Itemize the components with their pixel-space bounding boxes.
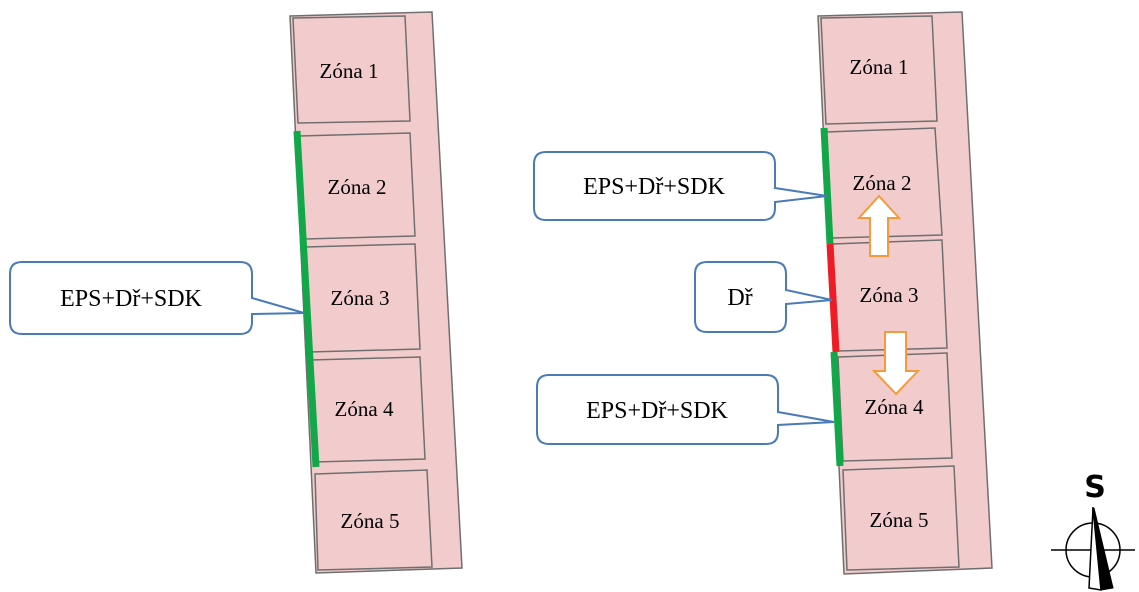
right-callout-top-text: EPS+Dř+SDK: [583, 174, 725, 200]
compass-needle-black-icon: [1093, 507, 1114, 591]
right-zone-5-label: Zóna 5: [870, 508, 929, 532]
right-zone-3-label: Zóna 3: [860, 283, 919, 307]
left-zone-1-label: Zóna 1: [320, 59, 379, 83]
right-insulation-line-top: [820, 127, 834, 245]
arrow-down-icon: [871, 331, 921, 396]
left-zone-5-label: Zóna 5: [341, 509, 400, 533]
right-callout-top-bubble: [533, 151, 828, 221]
right-callout-middle-bubble: [694, 261, 833, 333]
right-zone-1-room: [820, 15, 938, 125]
right-callout-bottom-bubble: [536, 374, 835, 445]
right-callout-bottom: EPS+Dř+SDK: [536, 374, 835, 445]
left-zone-1-room: [292, 15, 411, 124]
right-callout-middle: Dř: [694, 261, 833, 333]
arrow-up-icon: [856, 194, 902, 257]
right-timber-line: [826, 243, 840, 353]
left-zone-2-label: Zóna 2: [328, 175, 387, 199]
left-callout-text: EPS+Dř+SDK: [60, 286, 202, 312]
left-zone-4-label: Zóna 4: [335, 397, 394, 421]
right-zone-4-label: Zóna 4: [865, 395, 924, 419]
left-zone-5-room: [314, 469, 433, 571]
right-zone-1-label: Zóna 1: [850, 55, 909, 79]
left-zone-3-label: Zóna 3: [331, 286, 390, 310]
left-callout: EPS+Dř+SDK: [9, 261, 305, 335]
right-insulation-line-bottom: [830, 351, 844, 467]
compass-label: S: [1084, 470, 1106, 505]
right-callout-middle-text: Dř: [727, 285, 752, 311]
right-zone-5-room: [842, 465, 960, 571]
compass: S: [1051, 470, 1135, 591]
right-zone-2-label: Zóna 2: [853, 171, 912, 195]
right-callout-bottom-text: EPS+Dř+SDK: [586, 398, 728, 424]
left-callout-bubble: [9, 261, 305, 335]
left-insulation-line: [293, 130, 320, 468]
right-building: Zóna 1 Zóna 2 Zóna 3 Zóna 4 Zóna 5: [817, 11, 993, 575]
left-building: Zóna 1 Zóna 2 Zóna 3 Zóna 4 Zóna 5: [289, 11, 463, 574]
right-callout-top: EPS+Dř+SDK: [533, 151, 828, 221]
